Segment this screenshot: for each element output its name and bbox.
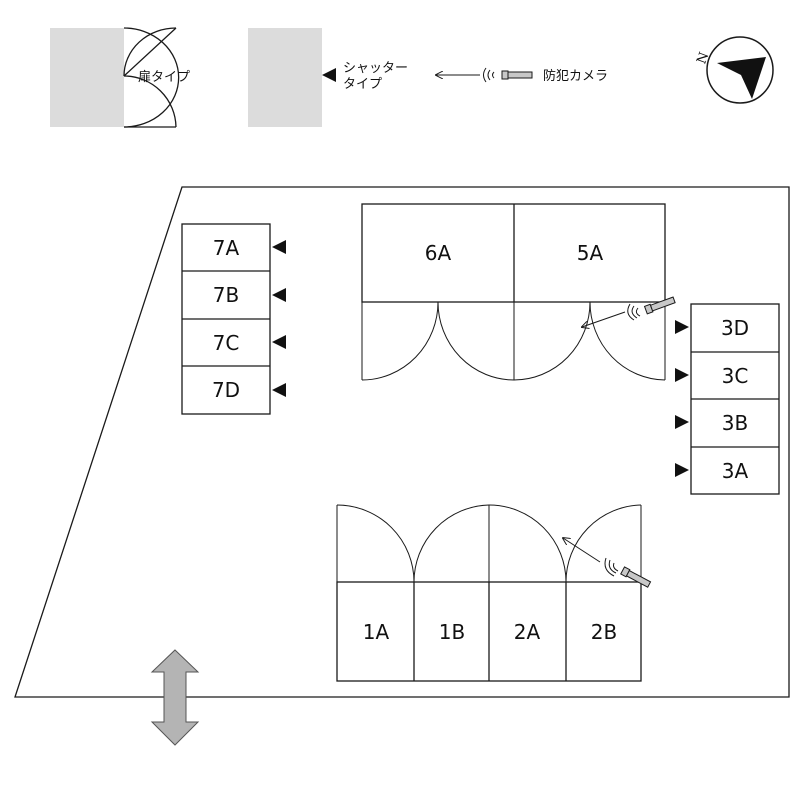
unit-3D-label: 3D <box>721 316 749 340</box>
security-camera-body <box>625 569 652 588</box>
legend-camera: 防犯カメラ <box>436 67 608 84</box>
unit-7B-label: 7B <box>213 283 239 307</box>
legend-shutter-label-line1: シャッター <box>343 61 408 76</box>
security-camera-body <box>649 296 676 312</box>
door-swing-icon <box>513 301 666 381</box>
door-swing-arc <box>437 301 515 381</box>
compass-needle <box>717 57 766 99</box>
unit-5A-label: 5A <box>577 241 604 265</box>
camera-wave-3 <box>492 71 495 79</box>
legend-door-unit <box>50 28 124 127</box>
camera-view-arrow <box>563 538 601 563</box>
site-boundary <box>14 186 790 698</box>
security-camera-icon <box>501 70 509 80</box>
door-swing-lower-arc <box>123 75 177 128</box>
door-swing-arc <box>361 301 439 381</box>
unit-7D-label: 7D <box>212 378 240 402</box>
door-swing-arc <box>589 301 666 381</box>
shutter-indicator-icon <box>675 415 689 429</box>
security-camera-body <box>507 71 533 79</box>
legend-shutter-label-line2: タイプ <box>343 77 382 92</box>
compass-icon: N <box>694 36 774 104</box>
camera-wave-1 <box>483 67 487 83</box>
compass-north-label: N <box>694 50 712 66</box>
legend-door-type: 扉タイプ <box>50 27 190 128</box>
shutter-indicator-icon <box>322 68 336 82</box>
shutter-indicator-icon <box>272 240 286 254</box>
unit-7A-label: 7A <box>213 236 240 260</box>
unit-3C-label: 3C <box>722 364 749 388</box>
unit-7C-label: 7C <box>213 331 240 355</box>
door-swing-icon <box>361 301 515 381</box>
camera-wave-3 <box>613 562 619 572</box>
unit-2B-label: 2B <box>591 620 617 644</box>
shutter-indicator-icon <box>675 368 689 382</box>
legend-door-label: 扉タイプ <box>138 69 190 85</box>
door-swing-arc <box>336 504 415 583</box>
camera-wave-2 <box>608 559 617 574</box>
unit-group-7: 7A 7B 7C 7D <box>181 223 286 415</box>
door-swing-arc <box>565 504 642 583</box>
unit-group-6-5: 6A 5A <box>361 203 676 381</box>
shutter-indicator-icon <box>272 383 286 397</box>
security-camera-icon <box>582 296 676 327</box>
door-leaf-line <box>123 27 177 77</box>
shutter-indicator-icon <box>675 463 689 477</box>
legend: 扉タイプ シャッター タイプ 防犯カメラ N <box>50 27 774 128</box>
door-swing-arc <box>413 504 490 583</box>
door-swing-icon <box>123 27 180 128</box>
unit-1B-label: 1B <box>439 620 465 644</box>
door-swing-arc <box>513 301 591 381</box>
door-swing-arc <box>488 504 567 583</box>
entrance-arrow-icon <box>150 649 200 746</box>
legend-camera-label: 防犯カメラ <box>543 68 608 84</box>
shutter-indicator-icon <box>272 288 286 302</box>
shutter-indicator-icon <box>675 320 689 334</box>
unit-1A-label: 1A <box>363 620 390 644</box>
unit-3B-label: 3B <box>722 411 748 435</box>
unit-3A-label: 3A <box>722 459 749 483</box>
camera-wave-1 <box>604 557 615 577</box>
camera-wave-2 <box>631 305 638 319</box>
unit-group-3: 3D 3C 3B 3A <box>675 303 780 495</box>
shutter-indicator-icon <box>272 335 286 349</box>
unit-6A-label: 6A <box>425 241 452 265</box>
camera-wave-3 <box>635 307 641 317</box>
camera-wave-1 <box>627 303 635 321</box>
door-swing-upper-arc <box>123 27 177 77</box>
camera-wave-2 <box>487 69 491 81</box>
security-camera-icon <box>563 538 652 588</box>
unit-2A-label: 2A <box>514 620 541 644</box>
legend-shutter-type: シャッター タイプ <box>248 28 408 127</box>
unit-group-1-2: 1A 1B 2A 2B <box>336 504 652 682</box>
legend-shutter-unit <box>248 28 322 127</box>
camera-view-arrow <box>582 311 626 327</box>
door-swing-icon <box>336 504 642 583</box>
